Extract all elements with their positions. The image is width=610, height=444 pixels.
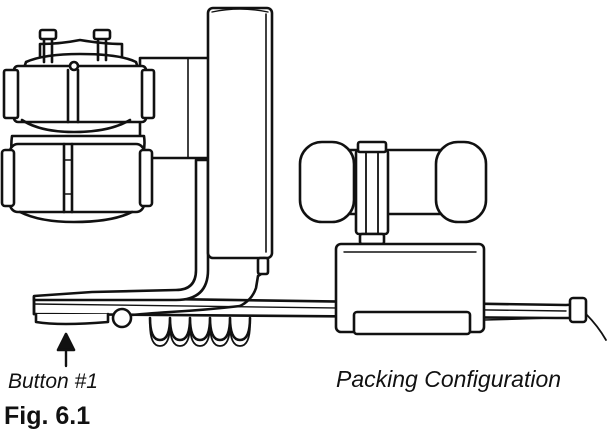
strap <box>585 313 607 341</box>
lower-housing <box>0 134 154 224</box>
coiled-cable <box>111 256 270 347</box>
end-clip <box>568 296 588 324</box>
left-post <box>42 34 54 64</box>
button-arrow <box>56 332 76 368</box>
button-1-label: Button #1 <box>8 370 98 393</box>
right-camera-module <box>298 140 607 341</box>
vertical-plate <box>206 6 274 260</box>
figure-label: Fig. 6.1 <box>4 402 91 430</box>
configuration-label: Packing Configuration <box>336 366 562 392</box>
upper-housing <box>2 28 156 134</box>
l-arm <box>32 158 210 302</box>
button-1 <box>34 312 110 326</box>
base-box <box>334 242 553 336</box>
left-camera-module <box>0 28 212 302</box>
cable-coils <box>148 316 252 342</box>
roller-assembly <box>298 140 488 246</box>
